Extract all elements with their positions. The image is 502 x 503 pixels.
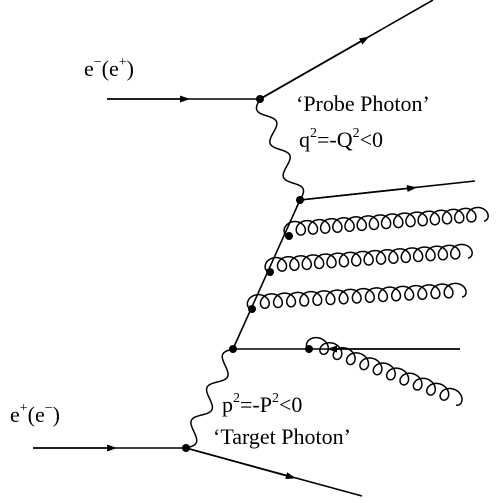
gluon-3 [246,282,467,310]
target-photon-label: ‘Target Photon’ [213,424,351,449]
gluon-4 [305,336,463,406]
vertex-quark-top [296,196,304,204]
vertex-bottom [182,444,190,452]
gluon-1 [283,206,489,237]
quark-out-top-arrow [299,185,417,201]
probe-q-squared-label: q2=-Q2<0 [299,126,384,152]
beam-label-top: e−(e+) [84,55,134,81]
probe-photon-label: ‘Probe Photon’ [296,91,430,116]
electron-out-top-arrow [259,36,370,100]
probe-photon-line [255,98,305,201]
gluon-2 [264,243,473,273]
target-p-squared-label: p2=-P2<0 [222,391,303,417]
target-photon-line [185,348,234,449]
electron-out-bottom-arrow [185,447,296,480]
beam-label-bottom: e+(e−) [10,401,60,427]
quark-line [232,199,301,350]
